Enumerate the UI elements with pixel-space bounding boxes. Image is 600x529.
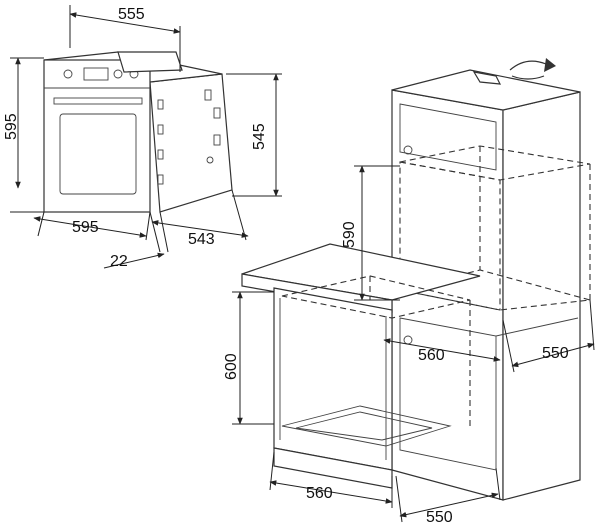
svg-text:22: 22 xyxy=(110,253,128,270)
dimension-595-height: 595 xyxy=(3,57,44,213)
svg-text:545: 545 xyxy=(251,123,268,150)
dimension-545-height: 545 xyxy=(226,73,282,197)
svg-text:550: 550 xyxy=(426,509,453,526)
dimension-550-tall-depth: 550 xyxy=(502,299,595,373)
svg-text:595: 595 xyxy=(3,113,20,140)
dimension-550-counter-depth: 550 xyxy=(395,467,501,526)
dimension-22-door: 22 xyxy=(103,211,169,270)
svg-text:550: 550 xyxy=(542,345,569,362)
dimension-560-counter-width: 560 xyxy=(269,451,393,508)
oven-illustration xyxy=(43,51,233,213)
svg-text:543: 543 xyxy=(188,231,215,248)
svg-text:560: 560 xyxy=(418,347,445,364)
dimension-595-width: 595 xyxy=(33,211,151,241)
dimension-590-height: 590 xyxy=(341,165,400,301)
svg-text:590: 590 xyxy=(341,221,358,248)
curved-airflow-arrow-icon xyxy=(509,58,556,80)
dimension-600-height: 600 xyxy=(223,291,274,425)
dimension-555-top: 555 xyxy=(69,5,181,72)
svg-text:560: 560 xyxy=(306,485,333,502)
svg-text:595: 595 xyxy=(72,219,99,236)
svg-text:600: 600 xyxy=(223,353,240,380)
dimension-560-tall-width: 560 xyxy=(383,338,501,364)
svg-text:555: 555 xyxy=(118,6,145,23)
dimension-543-depth: 543 xyxy=(151,189,249,248)
